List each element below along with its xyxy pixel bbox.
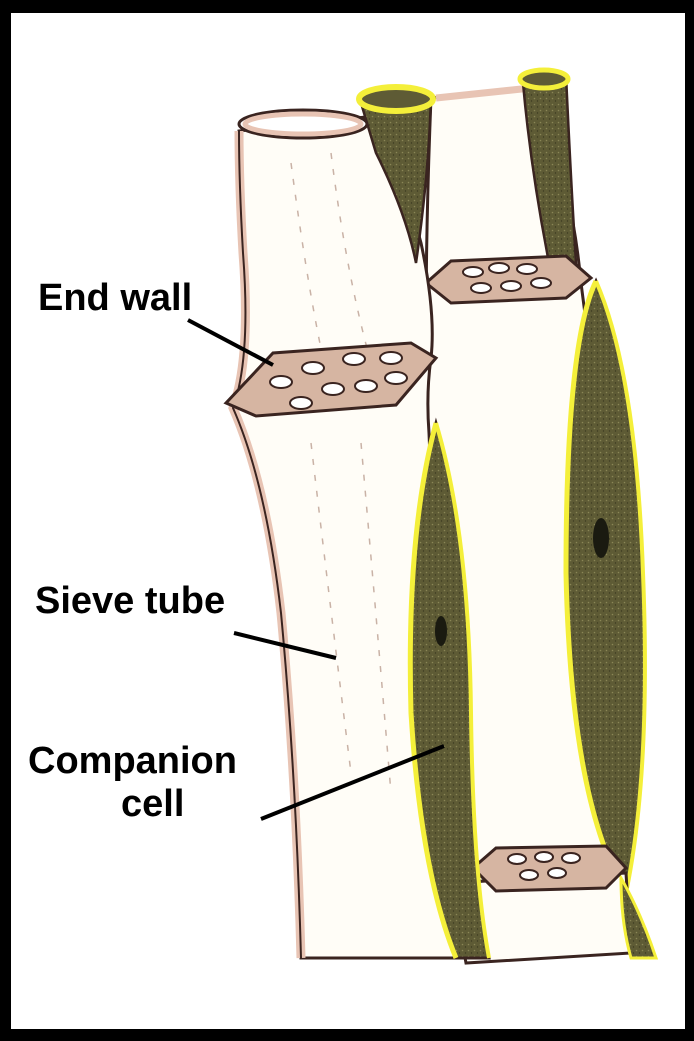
right-upper-sieve-plate bbox=[426, 256, 591, 303]
right-companion-nucleus bbox=[593, 518, 609, 558]
diagram-canvas: End wall Sieve tube Companion cell bbox=[11, 13, 685, 1029]
label-cell: cell bbox=[121, 783, 184, 825]
label-end-wall: End wall bbox=[38, 277, 192, 319]
left-companion-nucleus bbox=[435, 616, 447, 646]
label-sieve-tube: Sieve tube bbox=[35, 580, 225, 622]
label-companion: Companion bbox=[28, 740, 237, 782]
right-lower-sieve-plate bbox=[473, 846, 626, 891]
phloem-diagram: End wall Sieve tube Companion cell bbox=[11, 13, 685, 1029]
